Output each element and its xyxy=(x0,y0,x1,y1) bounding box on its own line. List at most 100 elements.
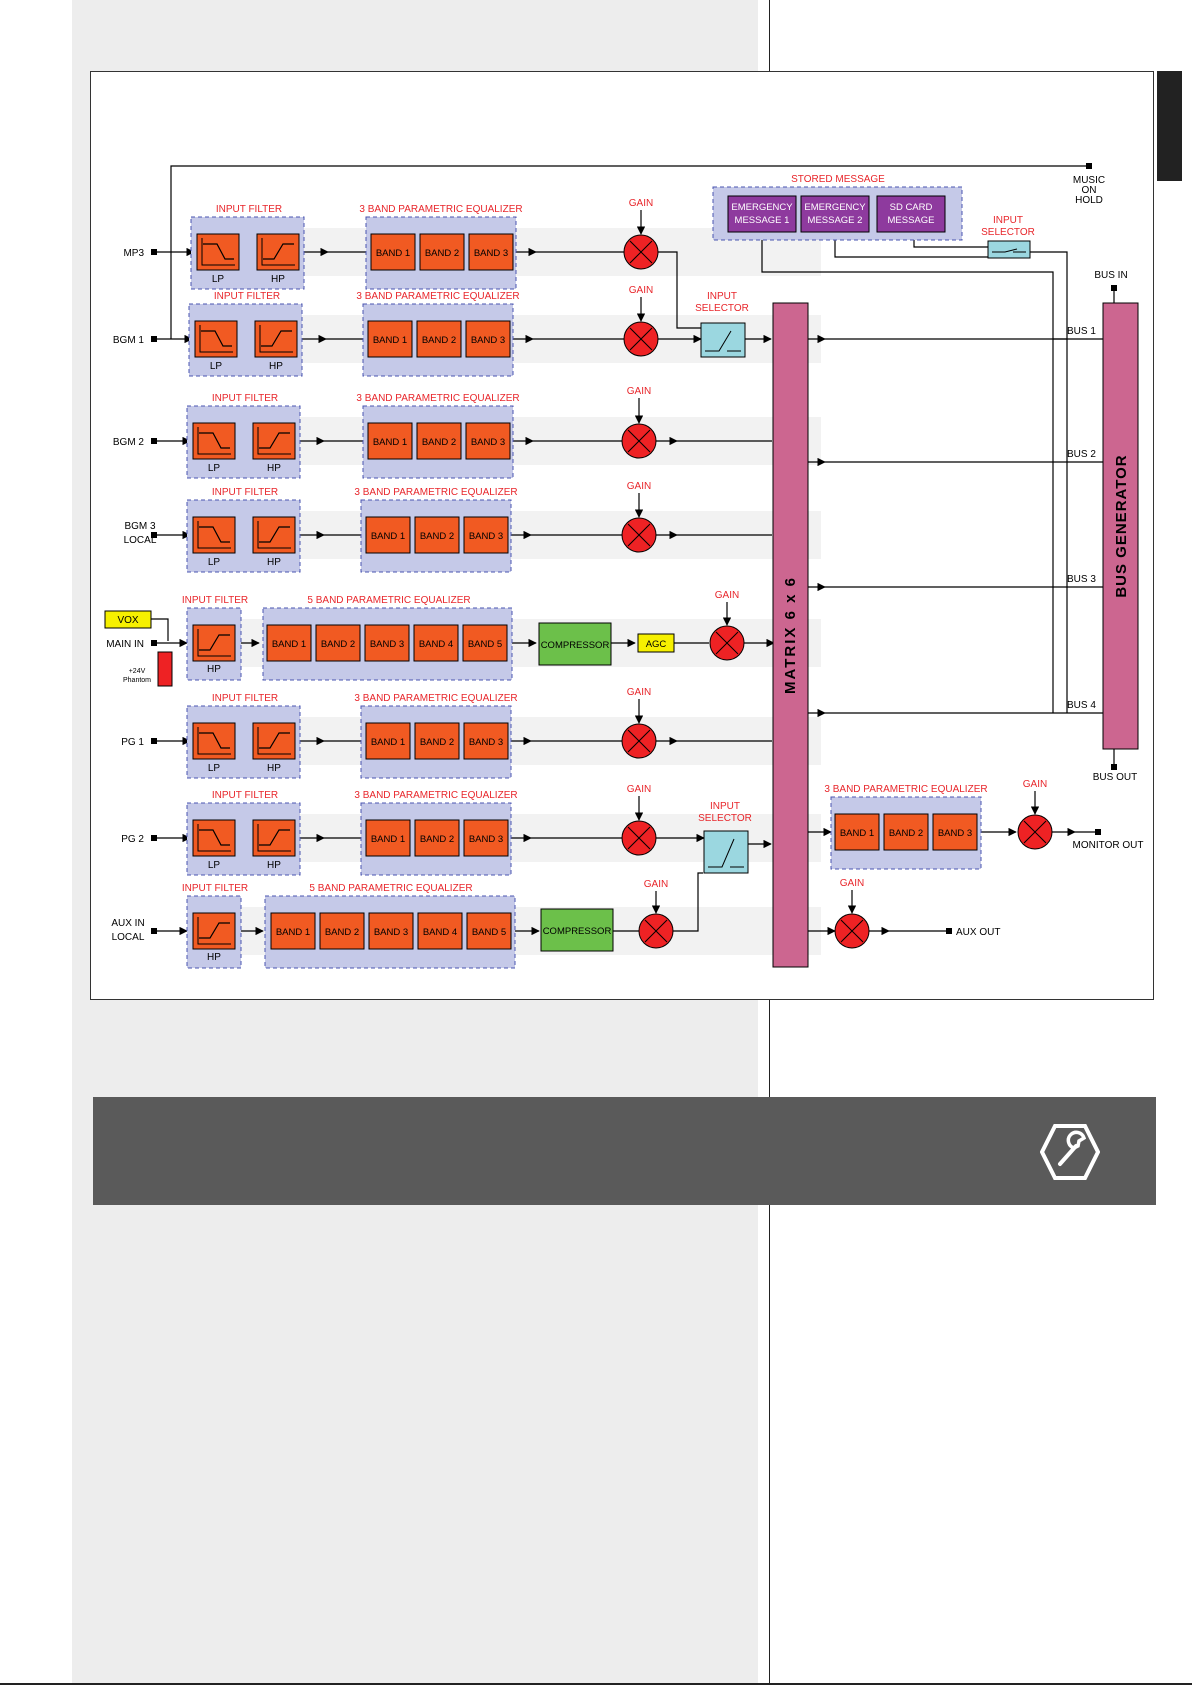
input-filter-title: INPUT FILTER xyxy=(212,693,278,704)
hp-label: HP xyxy=(271,274,285,285)
input-filter-title: INPUT FILTER xyxy=(214,291,280,302)
input-label: PG 1 xyxy=(121,737,144,748)
filter-axes xyxy=(257,521,291,549)
band-label: BAND 5 xyxy=(468,639,502,650)
eq-band-3 xyxy=(463,516,509,554)
music-on-hold-label: MUSIC xyxy=(1073,175,1105,186)
port-terminal xyxy=(151,438,157,444)
lp-label: LP xyxy=(208,463,221,474)
eq-band-2 xyxy=(414,722,460,760)
input-selector-label: INPUT xyxy=(710,801,740,812)
lp-label: LP xyxy=(210,361,223,372)
phantom-switch xyxy=(157,651,173,687)
stored-message-title: STORED MESSAGE xyxy=(791,174,885,185)
input-filter-title: INPUT FILTER xyxy=(216,204,282,215)
filter-curve xyxy=(199,634,230,651)
input-selector-label: SELECTOR xyxy=(981,227,1035,238)
eq-band-2 xyxy=(315,624,361,662)
sdcard-block xyxy=(876,195,946,233)
eq-band-2 xyxy=(416,320,462,358)
emergency1-block xyxy=(727,195,797,233)
port-terminal xyxy=(1086,163,1092,169)
filter-curve xyxy=(259,432,290,449)
filter-axes xyxy=(199,325,233,353)
filter-axes xyxy=(257,427,291,455)
gain-label: GAIN xyxy=(627,481,651,492)
eq-band-4 xyxy=(417,912,463,950)
low-pass-filter-block xyxy=(192,722,236,760)
message-label: EMERGENCY xyxy=(731,202,793,213)
music-on-hold-label: HOLD xyxy=(1075,195,1103,206)
bus-out-label: BUS OUT xyxy=(1093,772,1137,783)
port-terminal xyxy=(151,249,157,255)
filter-axes xyxy=(197,521,231,549)
band-label: BAND 1 xyxy=(371,531,405,542)
port-terminal xyxy=(151,928,157,934)
input-label: LOCAL xyxy=(112,932,145,943)
input-filter-title: INPUT FILTER xyxy=(182,883,248,894)
filter-curve xyxy=(199,732,230,749)
eq-title: 3 BAND PARAMETRIC EQUALIZER xyxy=(359,204,522,215)
port-terminal xyxy=(1111,285,1117,291)
lp-label: LP xyxy=(208,860,221,871)
eq-title: 3 BAND PARAMETRIC EQUALIZER xyxy=(824,784,987,795)
band-label: BAND 3 xyxy=(471,335,505,346)
aux-to-selector-line xyxy=(673,872,703,932)
input-selector-label: SELECTOR xyxy=(695,303,749,314)
filter-axes xyxy=(197,917,231,945)
message-label: MESSAGE xyxy=(888,215,935,226)
music-on-hold-line xyxy=(170,165,1087,339)
compressor-label: COMPRESSOR xyxy=(543,926,612,937)
lp-label: LP xyxy=(208,763,221,774)
bus-label: BUS 4 xyxy=(1067,700,1096,711)
phantom-label: Phantom xyxy=(123,677,151,684)
input-filter-title: INPUT FILTER xyxy=(182,595,248,606)
section-thumb-tab xyxy=(1157,71,1182,181)
eq-band-1 xyxy=(367,422,413,460)
band-label: BAND 4 xyxy=(419,639,453,650)
compressor-block xyxy=(538,622,612,666)
eq-band-1 xyxy=(365,722,411,760)
band-label: BAND 3 xyxy=(474,248,508,259)
eq-title: 5 BAND PARAMETRIC EQUALIZER xyxy=(307,595,470,606)
page-bottom-rule xyxy=(0,1683,1192,1685)
filter-curve xyxy=(263,243,294,260)
gain-cross xyxy=(627,826,651,850)
hp-label: HP xyxy=(267,763,281,774)
band-label: BAND 3 xyxy=(469,737,503,748)
band-label: BAND 2 xyxy=(420,834,454,845)
aux-out-label: AUX OUT xyxy=(956,927,1000,938)
phantom-label: +24V xyxy=(129,668,146,675)
band-label: BAND 1 xyxy=(371,737,405,748)
gain-label: GAIN xyxy=(627,687,651,698)
hp-label: HP xyxy=(267,557,281,568)
band-label: BAND 1 xyxy=(840,828,874,839)
eq-band-1 xyxy=(365,819,411,857)
filter-axes xyxy=(201,238,235,266)
band-label: BAND 5 xyxy=(472,927,506,938)
gain-cross xyxy=(627,523,651,547)
input-filter-title: INPUT FILTER xyxy=(212,487,278,498)
filter-axes xyxy=(257,824,291,852)
selector-switch xyxy=(992,248,1018,253)
music-on-hold-label: ON xyxy=(1082,185,1097,196)
filter-curve xyxy=(199,922,230,939)
filter-axes xyxy=(259,325,293,353)
filter-curve xyxy=(199,829,230,846)
eq-band-3 xyxy=(463,819,509,857)
gain-cross xyxy=(629,240,653,264)
band-label: BAND 2 xyxy=(325,927,359,938)
input-selector-label: INPUT xyxy=(707,291,737,302)
message-label: EMERGENCY xyxy=(804,202,866,213)
hp-label: HP xyxy=(267,463,281,474)
band-label: BAND 1 xyxy=(371,834,405,845)
input-label: MP3 xyxy=(123,248,144,259)
hp-label: HP xyxy=(269,361,283,372)
port-terminal xyxy=(151,640,157,646)
port-terminal xyxy=(946,928,952,934)
eq-title: 3 BAND PARAMETRIC EQUALIZER xyxy=(354,487,517,498)
message-label: MESSAGE 2 xyxy=(808,215,863,226)
input-label: LOCAL xyxy=(124,535,157,546)
vox-block xyxy=(104,610,152,629)
